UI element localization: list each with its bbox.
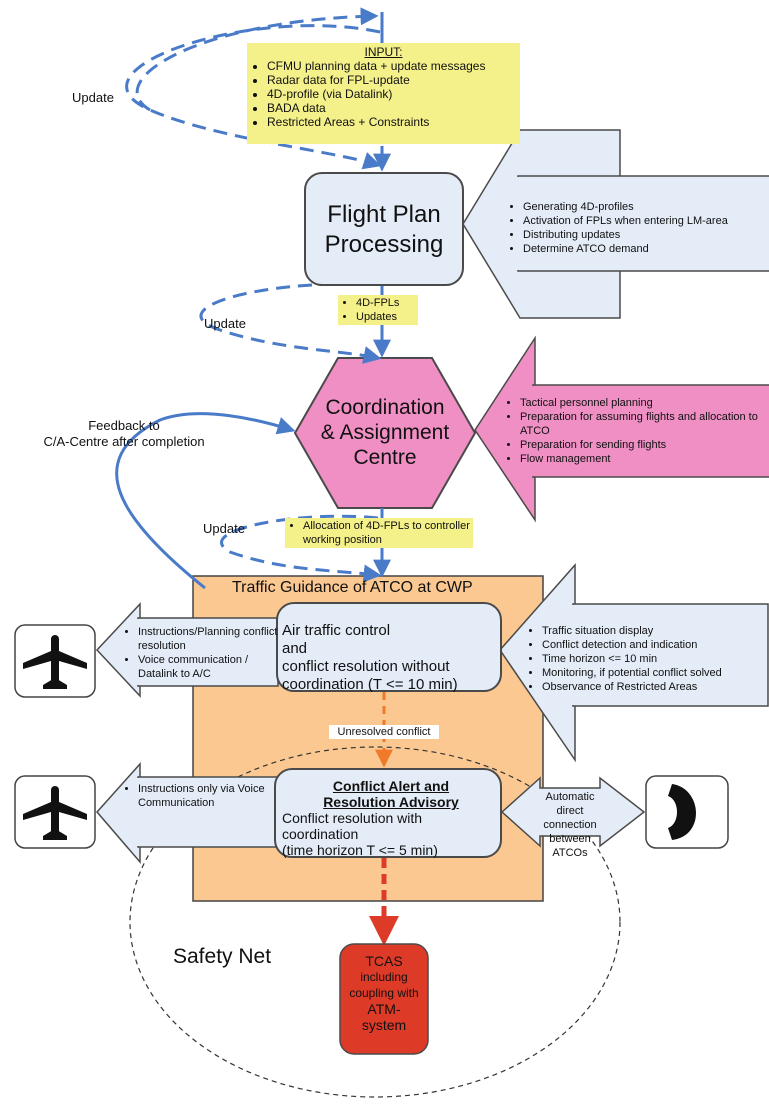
display-task: Traffic situation display [542,624,766,638]
cac-title-line: Centre [353,446,417,469]
telephone-icon [668,784,697,840]
update-label: Update [72,90,114,105]
cwp-instruction: Voice communication / Datalink to A/C [138,653,278,681]
cwp-instruction: Instructions/Planning conflict resolutio… [138,625,278,653]
cac-output-item: Allocation of 4D-FPLs to controller work… [303,519,471,547]
safety-net-label: Safety Net [173,945,272,968]
update-label: Update [204,316,246,331]
atc-line: Air traffic control [282,622,391,639]
update-label: Update [203,521,245,536]
display-task: Observance of Restricted Areas [542,680,766,694]
tcas-line: TCAS [365,953,403,969]
display-task: Time horizon <= 10 min [542,652,766,666]
atc-line: and [282,640,308,657]
flight-plan-processing-box: Flight Plan Processing [304,172,464,286]
input-item: BADA data [267,101,516,115]
cwp-display-tasks: Traffic situation display Conflict detec… [526,624,766,694]
feedback-line: Feedback to [88,418,160,433]
fpp-task: Determine ATCO demand [523,242,767,256]
cac-hexagon [293,357,477,509]
input-note: INPUT: CFMU planning data + update messa… [247,43,520,144]
input-item: Restricted Areas + Constraints [267,115,516,129]
fpp-title: Flight Plan [327,201,441,228]
atc-box: Air traffic control and conflict resolut… [276,602,502,693]
atc-line: coordination (T <= 10 min) [282,676,458,693]
alert-instructions: Instructions only via Voice Communicatio… [122,782,274,810]
fpp-output-item: 4D-FPLs [356,296,416,310]
fpp-title: Processing [324,231,444,258]
input-heading: INPUT: [364,45,403,59]
tcas-text: TCAS including coupling with ATM- system [340,953,428,1033]
fpp-task: Distributing updates [523,228,767,242]
cac-task: Preparation for sending flights [520,438,766,452]
cac-tasks: Tactical personnel planning Preparation … [504,396,766,466]
instructions-arrow-bottom [96,762,141,865]
alert-title: Resolution Advisory [323,794,459,810]
airplane-icon [23,786,87,840]
feedback-label: Feedback to C/A-Centre after completion [34,418,214,450]
cac-task: Flow management [520,452,766,466]
cac-title-line: & Assignment [320,421,450,444]
tcas-box [339,943,429,1055]
alert-body: (time horizon T <= 5 min) [282,842,438,858]
feedback-line: C/A-Centre after completion [43,434,205,449]
display-task: Conflict detection and indication [542,638,766,652]
cac-task: Tactical personnel planning [520,396,766,410]
alert-body: coordination [282,826,359,842]
cwp-instructions: Instructions/Planning conflict resolutio… [122,625,278,681]
fpp-output-item: Updates [356,310,416,324]
input-list: CFMU planning data + update messages Rad… [251,59,516,129]
cwp-title: Traffic Guidance of ATCO at CWP [232,579,473,596]
atc-line: conflict resolution without [282,658,450,675]
input-item: Radar data for FPL-update [267,73,516,87]
alert-title: Conflict Alert and [332,778,450,794]
tcas-line: system [361,1017,407,1033]
fpp-task: Generating 4D-profiles [523,200,767,214]
input-item: 4D-profile (via Datalink) [267,87,516,101]
alert-instruction: Instructions only via Voice Communicatio… [138,782,274,810]
airplane-icon [23,635,87,689]
tcas-line: coupling with [349,986,419,1000]
fpp-output-note: 4D-FPLs Updates [338,295,418,325]
unresolved-conflict-label: Unresolved conflict [329,725,439,739]
alert-body: Conflict resolution with [282,810,423,826]
cac-title: Coordination & Assignment Centre [305,395,465,470]
safety-net-ellipse [129,746,621,1098]
alert-box: Conflict Alert and Resolution Advisory C… [274,768,502,858]
cac-output-note: Allocation of 4D-FPLs to controller work… [285,518,473,548]
fpp-task: Activation of FPLs when entering LM-area [523,214,767,228]
fpp-tasks: Generating 4D-profiles Activation of FPL… [507,200,767,256]
connection-double-arrow [500,776,646,848]
cac-task: Preparation for assuming flights and all… [520,410,766,438]
cac-title-line: Coordination [325,396,445,419]
input-item: CFMU planning data + update messages [267,59,516,73]
connection-label: Automatic direct connection between ATCO… [543,791,597,859]
tcas-line: including [360,970,408,984]
tcas-line: ATM- [367,1001,401,1017]
display-task: Monitoring, if potential conflict solved [542,666,766,680]
